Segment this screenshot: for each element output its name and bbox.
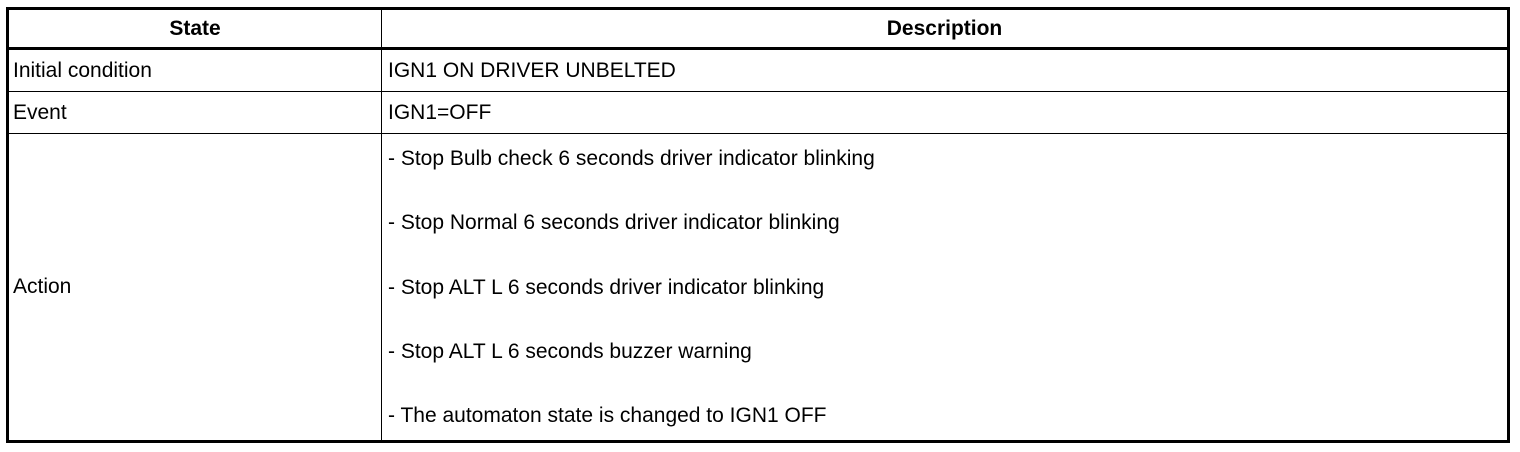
state-column-header: State bbox=[7, 8, 382, 50]
action-item-stop-alt-l-indicator: - Stop ALT L 6 seconds driver indicator … bbox=[388, 275, 825, 299]
table-row: Event IGN1=OFF bbox=[7, 91, 1509, 134]
description-cell-event: IGN1=OFF bbox=[381, 91, 1509, 134]
description-cell-initial-condition: IGN1 ON DRIVER UNBELTED bbox=[381, 48, 1509, 92]
table-row: Action - Stop Bulb check 6 seconds drive… bbox=[7, 133, 1509, 442]
state-description-table: State Description Initial condition IGN1… bbox=[6, 7, 1510, 443]
action-item-stop-normal: - Stop Normal 6 seconds driver indicator… bbox=[388, 211, 840, 235]
description-cell-action: - Stop Bulb check 6 seconds driver indic… bbox=[381, 133, 1509, 442]
action-item-stop-bulb-check: - Stop Bulb check 6 seconds driver indic… bbox=[388, 147, 875, 170]
action-item-state-change: - The automaton state is changed to IGN1… bbox=[388, 404, 827, 427]
table-header-row: State Description bbox=[7, 8, 1509, 50]
description-column-header: Description bbox=[381, 8, 1509, 50]
table-row: Initial condition IGN1 ON DRIVER UNBELTE… bbox=[7, 48, 1509, 92]
action-list: - Stop Bulb check 6 seconds driver indic… bbox=[388, 142, 1507, 432]
action-item-stop-alt-l-buzzer: - Stop ALT L 6 seconds buzzer warning bbox=[388, 339, 752, 363]
state-cell-action: Action bbox=[7, 133, 382, 442]
state-cell-initial-condition: Initial condition bbox=[7, 48, 382, 92]
state-cell-event: Event bbox=[7, 91, 382, 134]
